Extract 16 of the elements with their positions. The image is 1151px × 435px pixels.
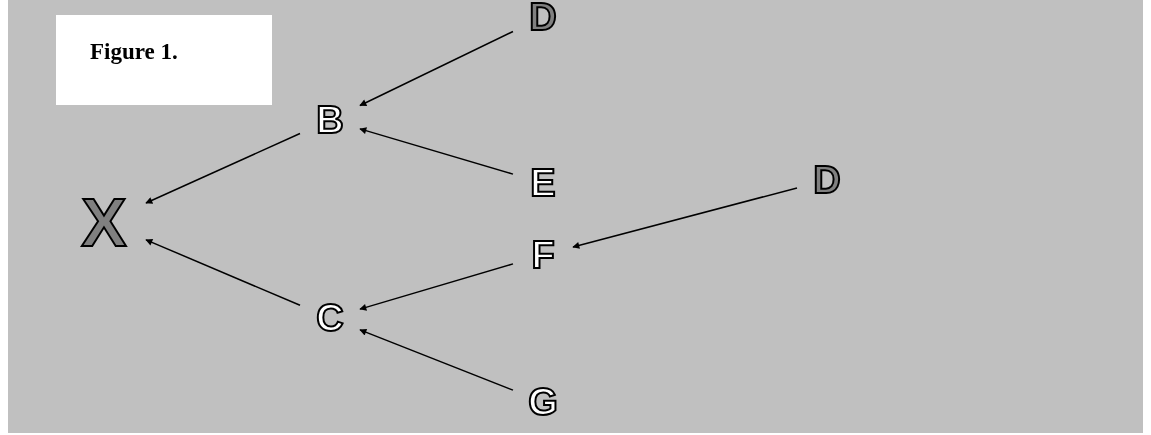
figure-title: Figure 1. xyxy=(56,15,272,105)
node-letter: G xyxy=(525,382,561,422)
arrow xyxy=(359,127,514,175)
node-letter: C xyxy=(312,298,348,338)
node-letter: F xyxy=(525,235,561,275)
node-letter: D xyxy=(809,160,845,200)
arrow xyxy=(359,328,514,391)
arrow xyxy=(359,30,514,107)
node-letter: B xyxy=(312,100,348,140)
arrow xyxy=(572,187,798,249)
node-letter: D xyxy=(525,0,561,34)
arrow xyxy=(145,239,301,306)
arrow xyxy=(145,132,301,204)
node-letter: X xyxy=(74,193,134,251)
node-letter: E xyxy=(525,163,561,203)
arrow xyxy=(359,263,514,311)
